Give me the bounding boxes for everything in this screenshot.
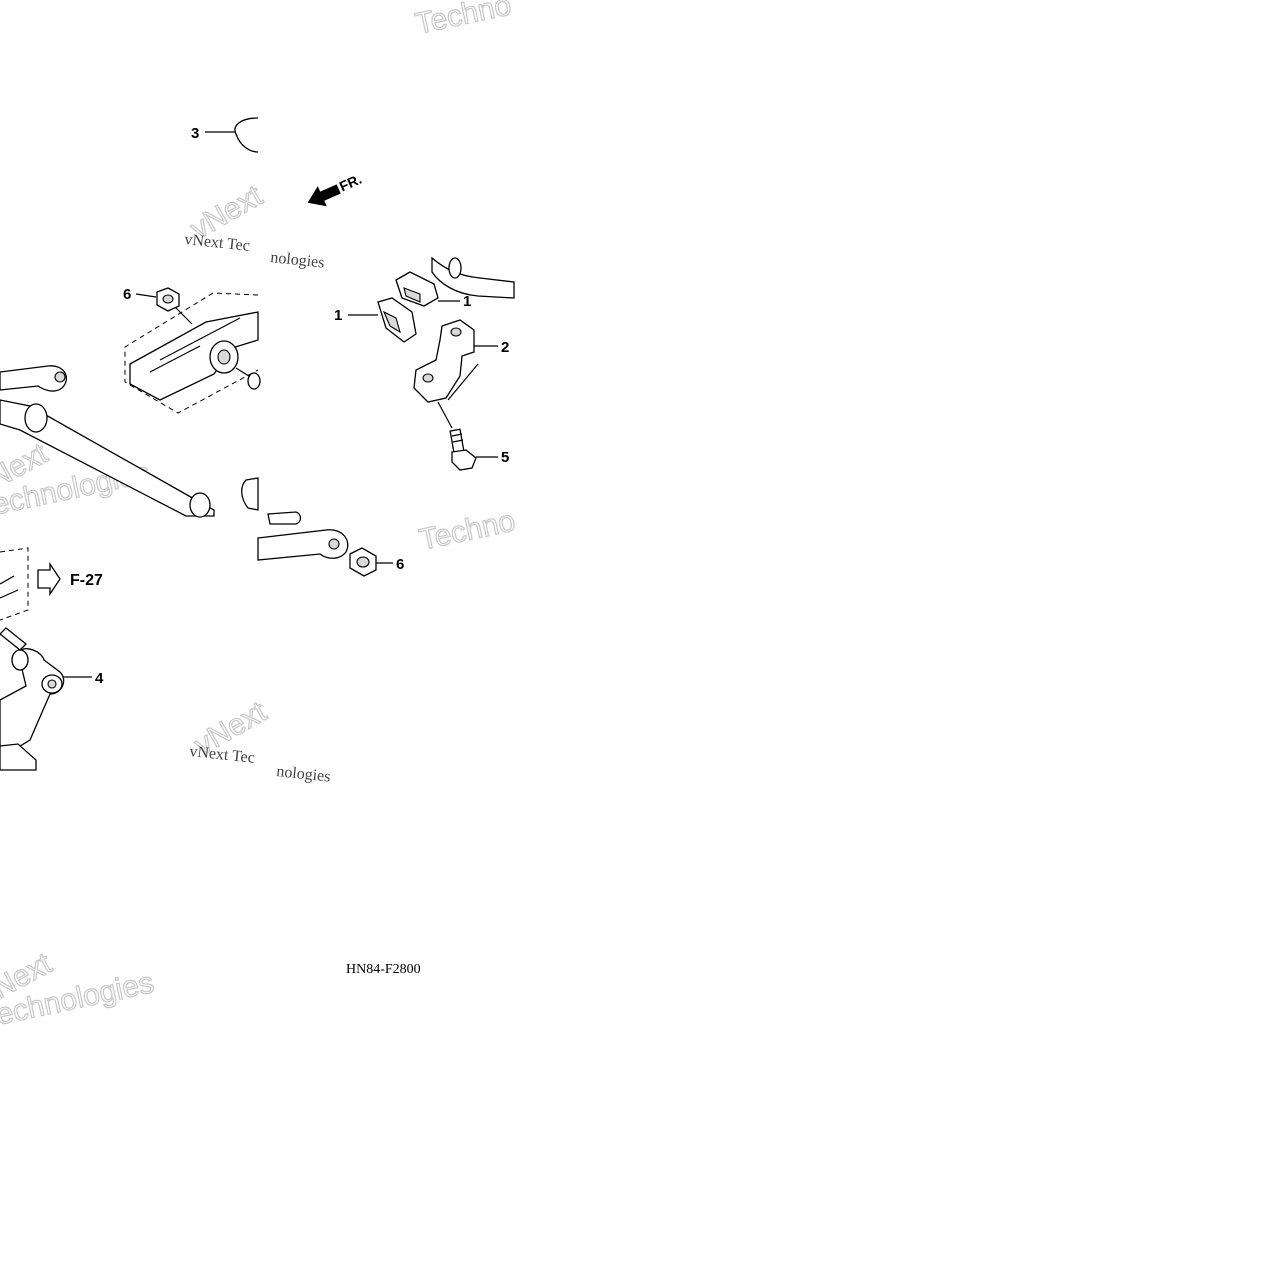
callout-5: 5 — [501, 449, 509, 466]
panel-upper-right: 1 1 2 5 6 — [257, 256, 515, 577]
subframe-outline — [124, 292, 259, 414]
threaded-stud — [267, 511, 302, 525]
stabilizer-bushing-left — [24, 403, 48, 433]
part-2-stabilizer-holder — [413, 319, 475, 403]
drawing-code: HN84-F2800 — [346, 962, 421, 977]
part-3-bushing — [234, 117, 259, 153]
stabilizer-bar-segment — [431, 256, 515, 299]
callout-6-upper: 6 — [123, 286, 131, 303]
stabilizer-bushing-right — [189, 492, 211, 518]
direction-label: FR. — [337, 171, 364, 195]
reference-label[interactable]: F-27 — [70, 572, 103, 589]
reference-arrow-icon[interactable] — [37, 561, 61, 597]
stabilizer-bar — [0, 399, 215, 517]
watermarks: Techno Techno vNext vNext Tec nologies v… — [0, 0, 519, 1035]
watermark-lower-serif-b: nologies — [276, 763, 332, 786]
direction-indicator: FR. — [307, 171, 364, 207]
callout-4: 4 — [95, 670, 104, 687]
part-1-bushing-top — [395, 271, 439, 307]
callout-3: 3 — [191, 125, 199, 142]
watermark-top: Techno — [413, 0, 514, 41]
front-arrow-icon — [307, 184, 341, 207]
stabilizer-link-upper — [0, 365, 67, 392]
panel-lower-left: F-27 4 — [0, 547, 104, 771]
reference-box-outline — [0, 547, 29, 621]
callout-1-left: 1 — [334, 307, 342, 324]
callout-2: 2 — [501, 339, 509, 356]
watermark-upper-serif-b: nologies — [270, 249, 326, 272]
subframe-bracket — [129, 311, 259, 401]
watermark-upper-serif-a: vNext Tec — [184, 231, 251, 255]
link-threaded-rod — [0, 627, 27, 651]
callout-1-top: 1 — [463, 293, 471, 310]
part-4-stabilizer-link — [0, 648, 65, 753]
watermark-lower-serif-a: vNext Tec — [189, 743, 256, 767]
callout-6-lower: 6 — [396, 556, 404, 573]
watermark-mid-right: Techno — [417, 504, 518, 556]
stabilizer-link-lower-right — [257, 529, 349, 561]
panel-upper-left: 3 6 — [0, 117, 261, 518]
part-5-flange-bolt-head — [451, 449, 477, 471]
